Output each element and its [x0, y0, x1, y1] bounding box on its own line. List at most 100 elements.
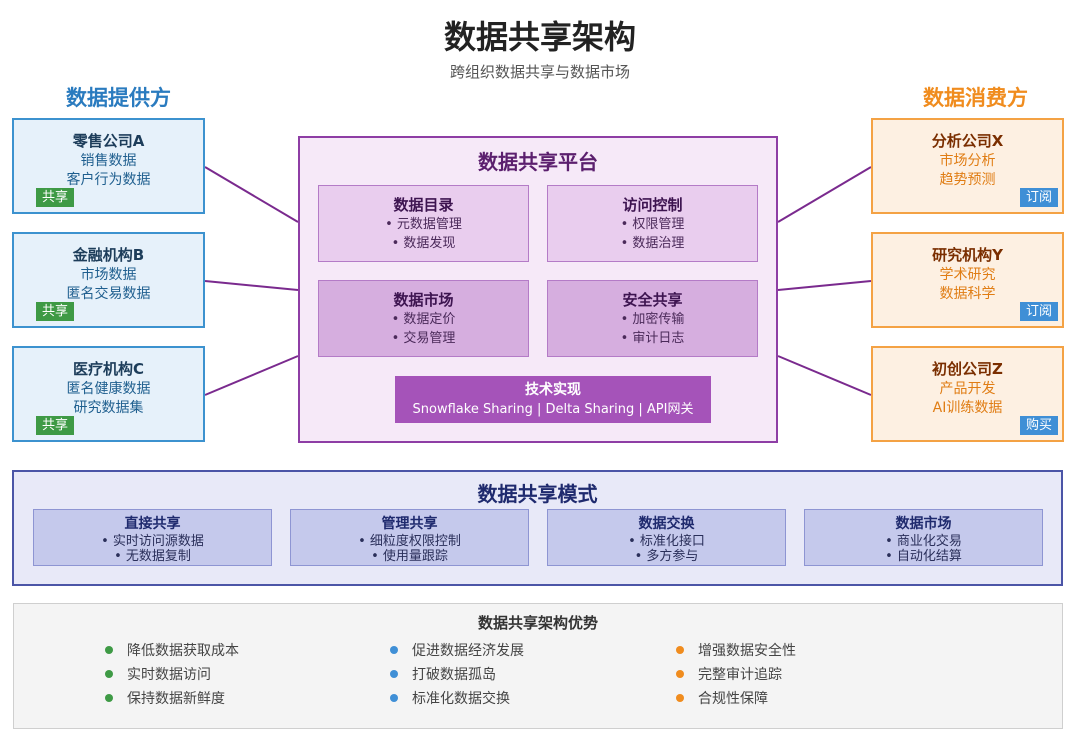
module-feature: • 审计日志: [620, 331, 685, 346]
advantage-item: 降低数据获取成本: [105, 641, 239, 661]
advantage-text: 打破数据孤岛: [412, 667, 496, 683]
connector-line: [204, 280, 299, 291]
mode-name: 数据市场: [895, 516, 952, 532]
bullet-dot-icon: [676, 694, 684, 702]
consumer-card-startup: 初创公司Z 产品开发 AI训练数据 购买: [871, 346, 1064, 442]
connector-line: [777, 280, 872, 291]
advantage-item: 保持数据新鲜度: [105, 689, 239, 709]
advantages-column-cost: 降低数据获取成本 实时数据访问 保持数据新鲜度: [105, 641, 239, 709]
tech-title: 技术实现: [525, 382, 581, 398]
page-title: 数据共享架构: [443, 18, 636, 56]
consumer-card-research: 研究机构Y 学术研究 数据科学 订阅: [871, 232, 1064, 328]
provider-data-line: 匿名交易数据: [66, 286, 151, 302]
consumer-name: 初创公司Z: [932, 360, 1003, 378]
mode-direct-share: 直接共享 • 实时访问源数据 • 无数据复制: [33, 509, 272, 566]
module-data-catalog: 数据目录 • 元数据管理 • 数据发现: [318, 185, 529, 262]
advantages-column-economy: 促进数据经济发展 打破数据孤岛 标准化数据交换: [390, 641, 524, 709]
mode-feature: • 自动化结算: [885, 549, 962, 564]
consumer-use-line: 学术研究: [939, 267, 996, 283]
provider-data-line: 客户行为数据: [66, 172, 151, 188]
connector-line: [204, 166, 299, 223]
bullet-dot-icon: [390, 646, 398, 654]
mode-data-exchange: 数据交换 • 标准化接口 • 多方参与: [547, 509, 786, 566]
consumer-use-line: 市场分析: [939, 153, 996, 169]
mode-managed-share: 管理共享 • 细粒度权限控制 • 使用量跟踪: [290, 509, 529, 566]
advantage-text: 降低数据获取成本: [127, 643, 239, 659]
advantages-box: [13, 603, 1063, 729]
advantage-text: 标准化数据交换: [412, 691, 510, 707]
mode-feature: • 标准化接口: [628, 534, 705, 549]
advantage-item: 打破数据孤岛: [390, 665, 524, 685]
provider-data-line: 销售数据: [80, 153, 137, 169]
advantage-text: 保持数据新鲜度: [127, 691, 225, 707]
module-feature: • 元数据管理: [385, 217, 462, 232]
bullet-dot-icon: [676, 646, 684, 654]
purchase-badge: 购买: [1019, 416, 1058, 435]
advantages-title: 数据共享架构优势: [477, 614, 598, 632]
module-name: 访问控制: [622, 196, 683, 214]
share-badge: 共享: [36, 302, 75, 321]
bullet-dot-icon: [105, 646, 113, 654]
mode-feature: • 商业化交易: [885, 534, 962, 549]
share-badge: 共享: [36, 188, 75, 207]
module-name: 安全共享: [622, 291, 683, 309]
provider-card-retail: 零售公司A 销售数据 客户行为数据 共享: [12, 118, 205, 214]
provider-data-line: 匿名健康数据: [66, 381, 151, 397]
mode-feature: • 细粒度权限控制: [358, 534, 461, 549]
consumer-use-line: 数据科学: [939, 286, 996, 302]
connector-line: [777, 355, 872, 396]
provider-data-line: 市场数据: [80, 267, 137, 283]
advantage-text: 合规性保障: [698, 691, 768, 707]
module-access-control: 访问控制 • 权限管理 • 数据治理: [547, 185, 758, 262]
provider-name: 零售公司A: [72, 132, 145, 150]
mode-data-market: 数据市场 • 商业化交易 • 自动化结算: [804, 509, 1043, 566]
module-feature: • 数据发现: [391, 236, 456, 251]
module-feature: • 交易管理: [391, 331, 456, 346]
bullet-dot-icon: [390, 670, 398, 678]
advantages-column-security: 增强数据安全性 完整审计追踪 合规性保障: [676, 641, 796, 709]
consumer-name: 分析公司X: [931, 132, 1004, 150]
bullet-dot-icon: [390, 694, 398, 702]
consumer-use-line: 趋势预测: [939, 172, 996, 188]
provider-heading: 数据提供方: [66, 86, 171, 110]
module-feature: • 权限管理: [620, 217, 685, 232]
provider-name: 医疗机构C: [72, 360, 144, 378]
mode-name: 管理共享: [381, 516, 438, 532]
subscribe-badge: 订阅: [1019, 302, 1058, 321]
module-feature: • 数据治理: [620, 236, 685, 251]
bullet-dot-icon: [105, 694, 113, 702]
page-subtitle: 跨组织数据共享与数据市场: [449, 63, 630, 81]
mode-feature: • 多方参与: [634, 549, 699, 564]
module-feature: • 加密传输: [620, 312, 685, 327]
mode-feature: • 使用量跟踪: [371, 549, 448, 564]
module-name: 数据市场: [393, 291, 454, 309]
advantage-item: 实时数据访问: [105, 665, 239, 685]
advantage-text: 促进数据经济发展: [412, 643, 524, 659]
provider-card-finance: 金融机构B 市场数据 匿名交易数据 共享: [12, 232, 205, 328]
advantage-item: 促进数据经济发展: [390, 641, 524, 661]
module-feature: • 数据定价: [391, 312, 456, 327]
bullet-dot-icon: [676, 670, 684, 678]
advantage-item: 标准化数据交换: [390, 689, 524, 709]
share-badge: 共享: [36, 416, 75, 435]
consumer-use-line: AI训练数据: [932, 400, 1003, 416]
connector-line: [777, 166, 872, 223]
module-name: 数据目录: [393, 196, 454, 214]
advantage-item: 增强数据安全性: [676, 641, 796, 661]
module-data-market: 数据市场 • 数据定价 • 交易管理: [318, 280, 529, 357]
provider-name: 金融机构B: [72, 246, 145, 264]
advantage-text: 增强数据安全性: [698, 643, 796, 659]
tech-stack: Snowflake Sharing | Delta Sharing | API网…: [412, 402, 694, 417]
consumer-card-analytics: 分析公司X 市场分析 趋势预测 订阅: [871, 118, 1064, 214]
mode-name: 数据交换: [638, 516, 695, 532]
mode-name: 直接共享: [124, 516, 181, 532]
module-secure-sharing: 安全共享 • 加密传输 • 审计日志: [547, 280, 758, 357]
mode-feature: • 实时访问源数据: [101, 534, 204, 549]
tech-implementation-box: 技术实现 Snowflake Sharing | Delta Sharing |…: [395, 376, 711, 423]
advantage-item: 合规性保障: [676, 689, 796, 709]
connector-line: [204, 355, 299, 396]
subscribe-badge: 订阅: [1019, 188, 1058, 207]
consumer-name: 研究机构Y: [932, 246, 1003, 264]
advantage-text: 完整审计追踪: [698, 667, 782, 683]
